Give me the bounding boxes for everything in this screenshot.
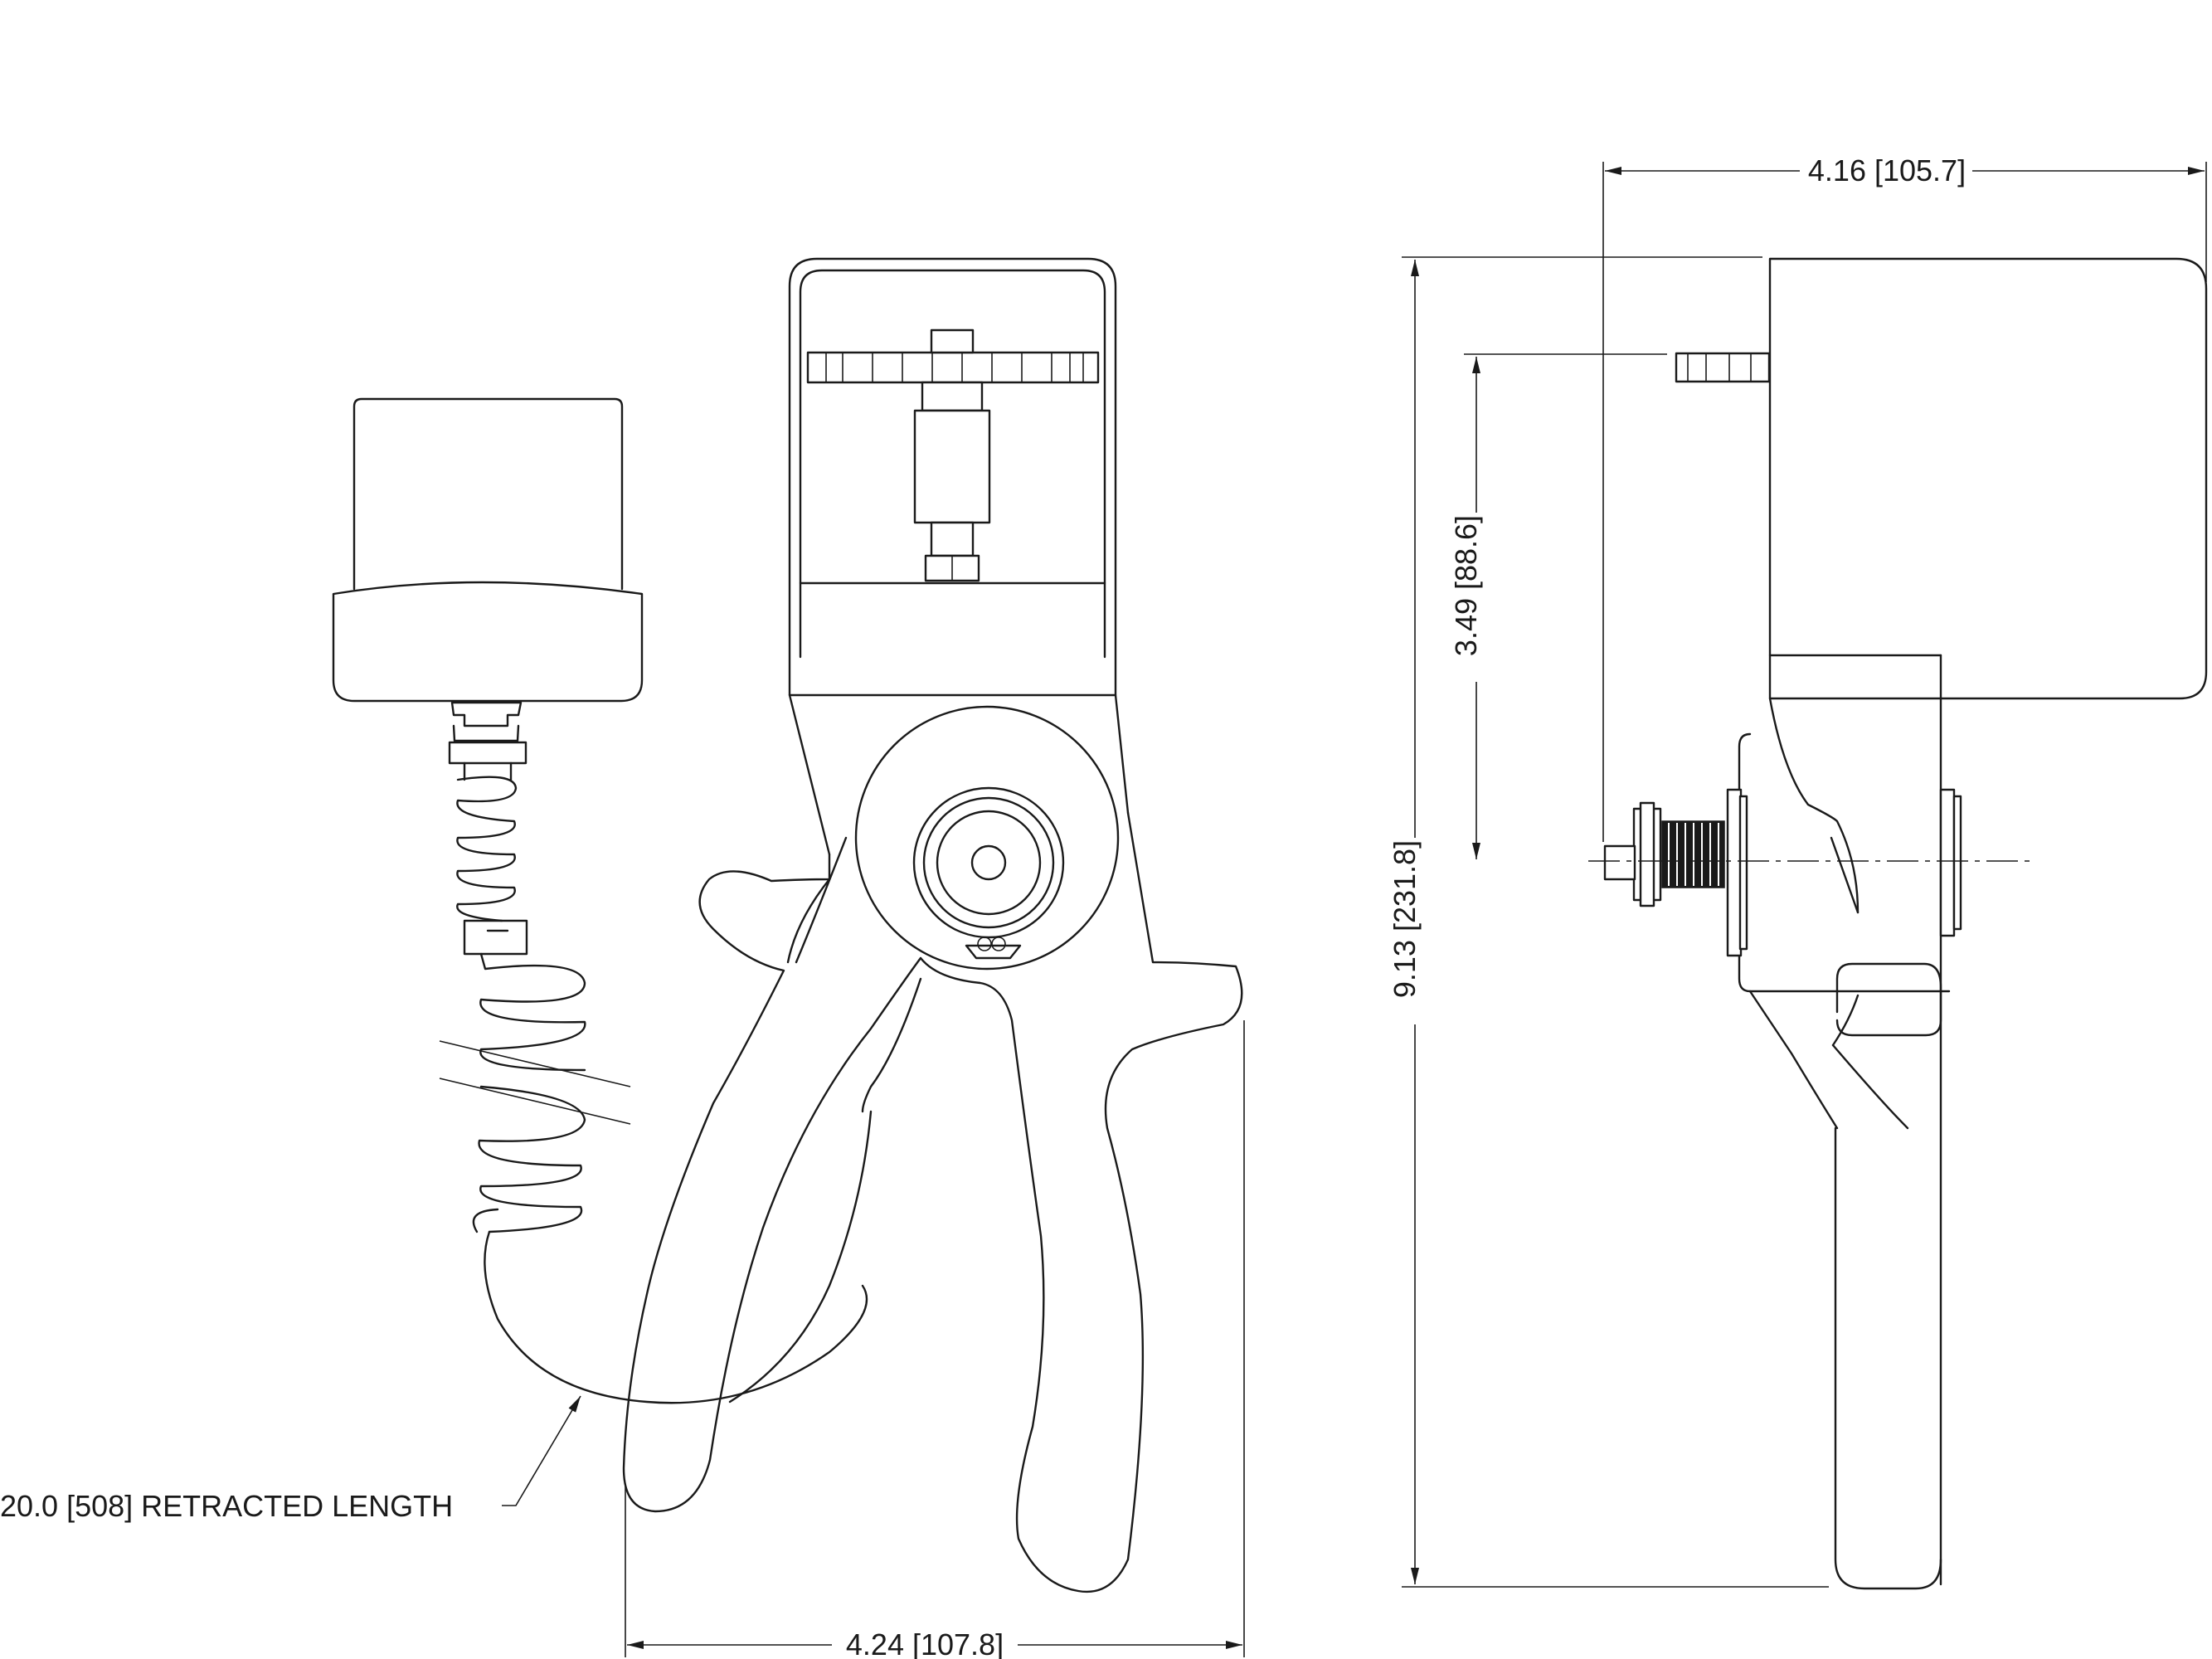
retracted-length-label: 20.0 [508] RETRACTED LENGTH: [0, 1489, 453, 1523]
depth-dimension-label: 4.16 [105.7]: [1808, 153, 1966, 187]
gauge-housing: [788, 257, 1117, 697]
side-view: 4.16 [105.7] 9.13 [231.8] 3.49 [88.6]: [1388, 153, 2208, 1590]
gauge-body: [788, 693, 1130, 971]
depth-dimension: 4.16 [105.7]: [1602, 153, 2207, 842]
height-dimension: 9.13 [231.8]: [1388, 256, 1829, 1588]
axis-height-dimension-label: 3.49 [88.6]: [1449, 515, 1483, 656]
coil-spring: [456, 761, 528, 956]
gear-assembly: [806, 328, 1100, 582]
coiled-cord: [439, 952, 868, 1404]
retracted-length-callout: 20.0 [508] RETRACTED LENGTH: [0, 1395, 581, 1523]
width-dimension-label: 4.24 [107.8]: [846, 1627, 1004, 1659]
height-dimension-label: 9.13 [231.8]: [1388, 840, 1422, 998]
sensor-head: [332, 397, 644, 765]
pump-handles: [622, 811, 1243, 1593]
width-dimension: 4.24 [107.8]: [625, 1020, 1245, 1659]
axis-height-dimension: 3.49 [88.6]: [1449, 353, 1667, 859]
pressure-port: [912, 786, 1065, 960]
front-view: 4.24 [107.8] 20.0 [508] RETRACTED LENGTH: [0, 257, 1245, 1659]
